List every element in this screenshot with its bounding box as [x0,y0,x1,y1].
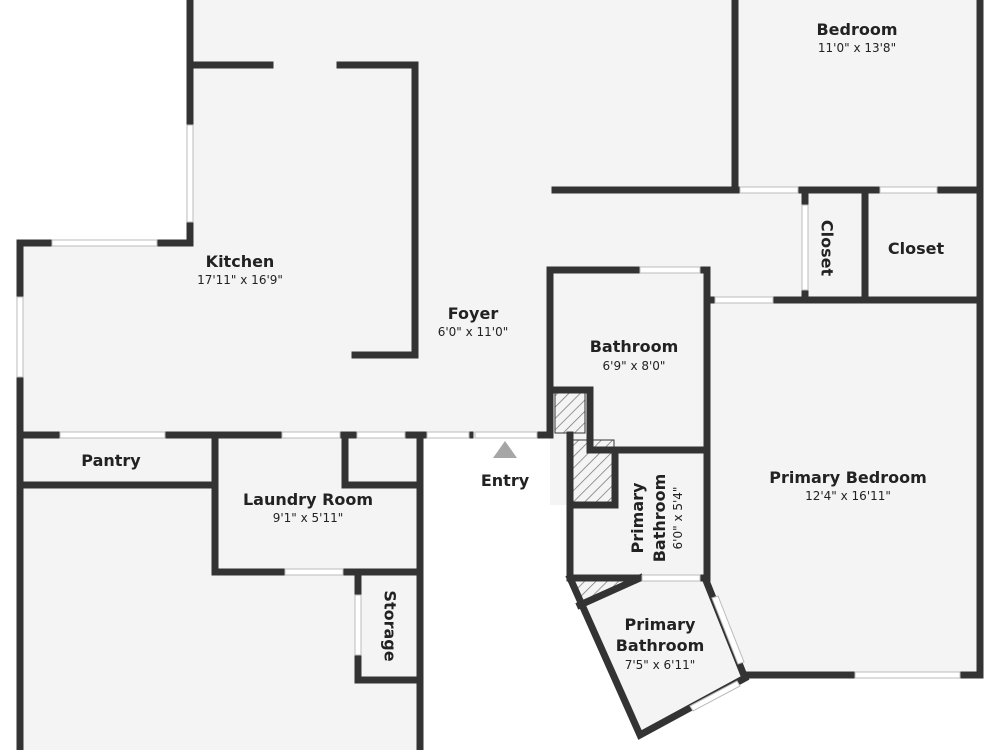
room-name: Bathroom [590,337,679,356]
hatched-fixture [554,392,586,434]
room-dims: 17'11" x 16'9" [197,273,283,287]
room-name: Primary [625,615,696,634]
room-name: Bathroom [650,474,669,563]
room-name: Primary Bedroom [769,468,927,487]
room-name: Storage [381,590,400,661]
room-dims: 9'1" x 5'11" [273,511,344,525]
primary-bathroom-floor [570,578,745,735]
room-name: Foyer [448,304,499,323]
room-dims: 6'9" x 8'0" [603,359,666,373]
room-dims: 11'0" x 13'8" [818,41,896,55]
room-name: Kitchen [206,252,275,271]
room-name: Bathroom [616,636,705,655]
room-dims: 12'4" x 16'11" [805,489,891,503]
room-name: Primary [628,482,647,553]
room-dims: 6'0" x 11'0" [438,325,509,339]
room-name: Closet [818,220,837,277]
room-name: Bedroom [816,20,897,39]
room-name: Entry [481,471,530,490]
windows [16,124,961,712]
room-name: Pantry [81,451,141,470]
room-name: Laundry Room [243,490,373,509]
room-name: Closet [888,239,945,258]
entry-marker-icon [493,441,517,458]
floor-area [20,0,980,750]
room-dims: 6'0" x 5'4" [671,487,685,550]
room-dims: 7'5" x 6'11" [625,658,696,672]
